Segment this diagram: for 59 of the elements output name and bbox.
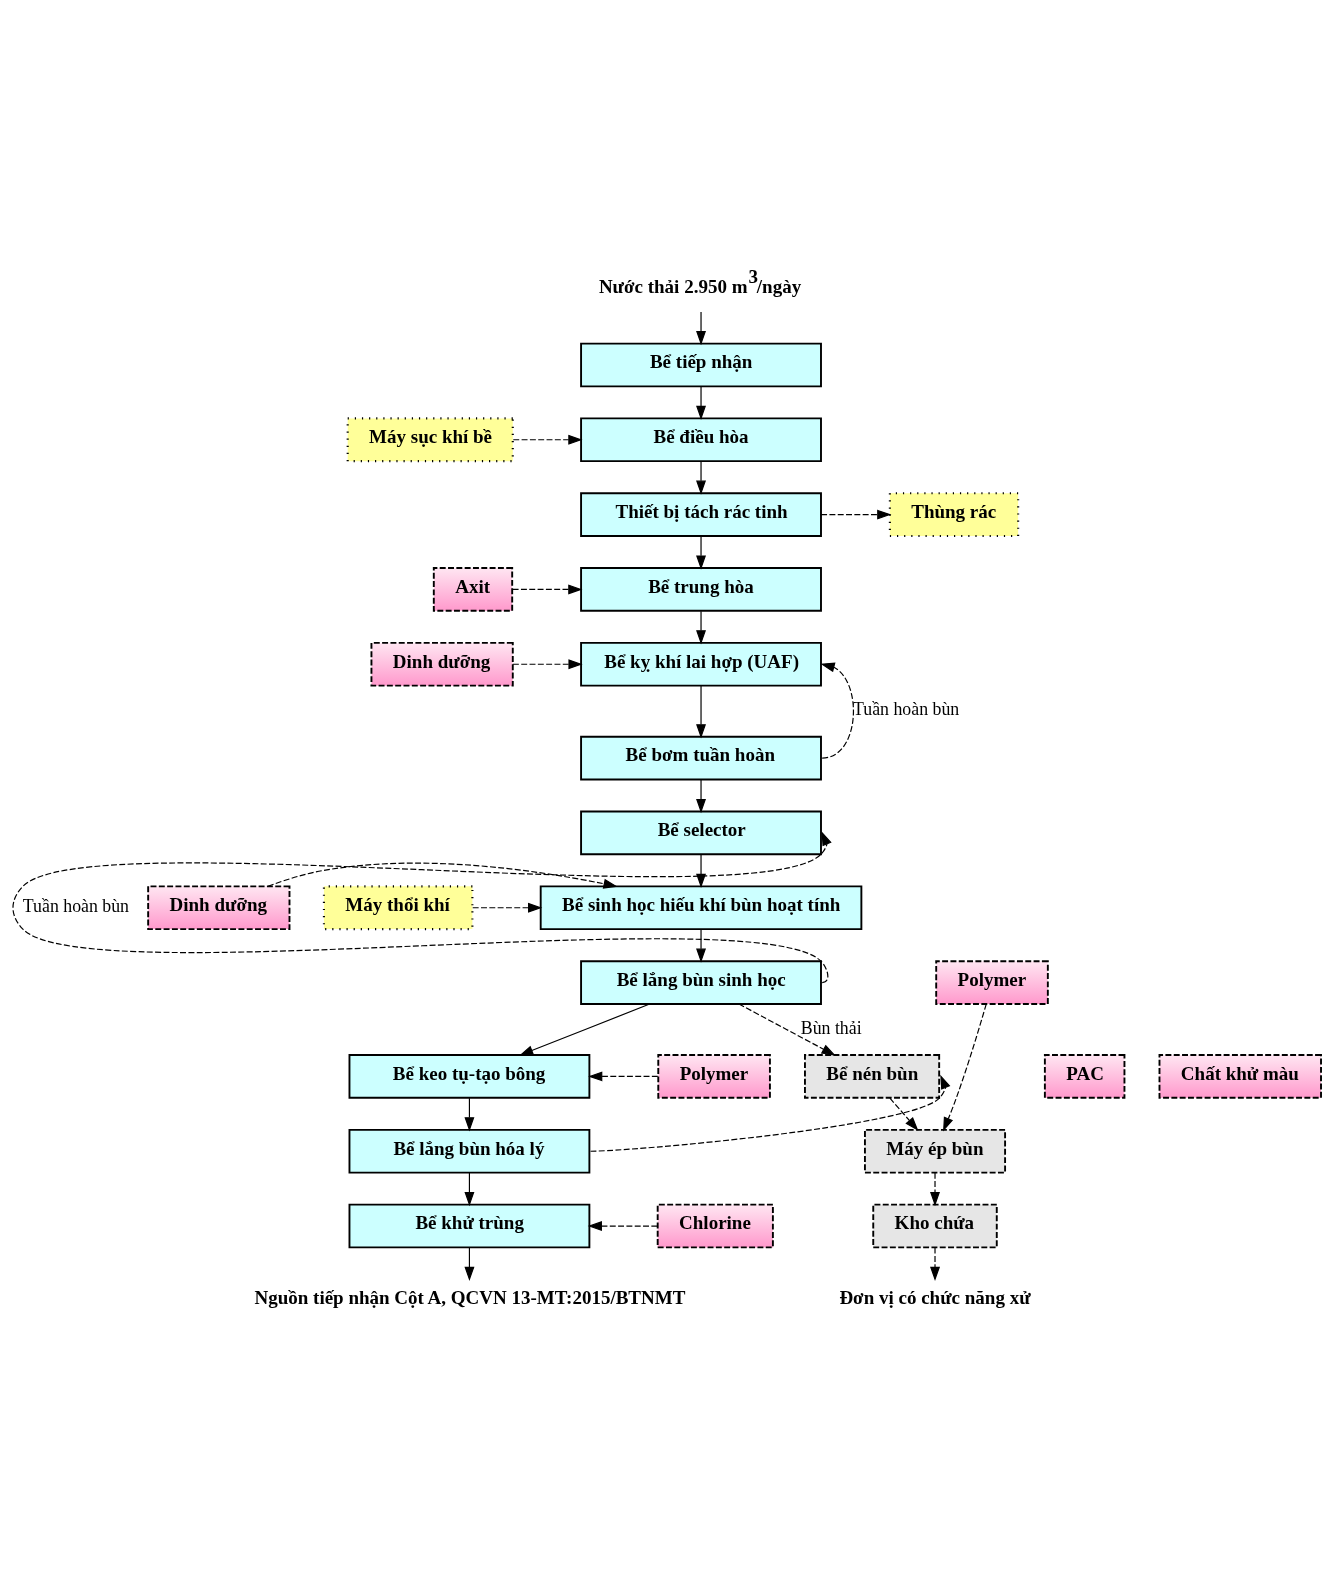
node-box: Polymer (657, 1054, 771, 1099)
node-box: Bể trung hòa (580, 567, 822, 612)
arrow (738, 1003, 836, 1056)
node-box: Bể sinh học hiếu khí bùn hoạt tính (539, 885, 863, 931)
node-box: Axit (432, 567, 514, 612)
node-box: Thiết bị tách rác tinh (580, 492, 822, 537)
node-box: Bể bơm tuần hoàn (580, 735, 822, 781)
edge-label: Bùn thải (800, 1017, 862, 1038)
node-box: Bể nén bùn (804, 1054, 941, 1099)
arrow (696, 460, 707, 495)
arrow (930, 1247, 940, 1282)
node-box: Bể selector (580, 810, 822, 856)
node-box: PAC (1043, 1054, 1126, 1099)
node-box: Dinh dưỡng (370, 641, 514, 687)
node-box: Bể khử trùng (348, 1203, 591, 1249)
node-box: Bể kỵ khí lai hợp (UAF) (580, 641, 822, 687)
arrow (820, 662, 854, 759)
node-text: Nguồn tiếp nhận Cột A, QCVN 13-MT:2015/BTNMT (254, 1287, 686, 1309)
node-text: Đơn vị có chức năng xử (839, 1287, 1031, 1309)
arrow (696, 535, 707, 570)
edge-label: Tuần hoàn bùn (22, 895, 129, 916)
arrow (943, 1003, 987, 1132)
arrow (590, 1074, 951, 1152)
node-box: Máy ép bùn (864, 1128, 1007, 1174)
arrow (464, 1247, 475, 1282)
arrow (512, 584, 583, 595)
node-box: Chlorine (656, 1203, 774, 1249)
arrow (519, 1003, 651, 1056)
node-box: Thùng rác (888, 492, 1020, 538)
node-box: Bể điều hòa (580, 417, 822, 463)
arrow (464, 1097, 475, 1132)
node-box: Máy thổi khí (322, 885, 474, 931)
arrow (464, 1172, 475, 1207)
arrow (267, 862, 618, 889)
node-box: Bể lắng bùn hóa lý (348, 1128, 591, 1174)
node-box: Bể keo tụ-tạo bông (348, 1054, 591, 1099)
arrow (696, 685, 707, 739)
arrow (696, 610, 707, 645)
arrow (512, 434, 583, 445)
node-box: Bể lắng bùn sinh học (580, 960, 822, 1005)
arrow (512, 659, 583, 670)
node-box: Chất khử màu (1158, 1054, 1322, 1099)
node-box: Dinh dưỡng (147, 885, 291, 931)
arrow (696, 928, 707, 963)
arrow (12, 831, 832, 984)
arrow (696, 779, 707, 814)
edge-label: Tuần hoàn bùn (853, 699, 960, 720)
arrow (472, 902, 543, 913)
arrow (696, 311, 707, 346)
node-box: Kho chứa (872, 1203, 998, 1249)
arrow (889, 1097, 919, 1131)
node-box: Bể tiếp nhận (580, 342, 822, 388)
arrow (588, 1071, 659, 1082)
node-box: Polymer (935, 960, 1049, 1005)
arrow (587, 1221, 658, 1232)
arrow (930, 1172, 940, 1207)
arrow (820, 509, 892, 520)
arrow (696, 386, 707, 421)
node-box: Máy sục khí bề (346, 417, 514, 463)
